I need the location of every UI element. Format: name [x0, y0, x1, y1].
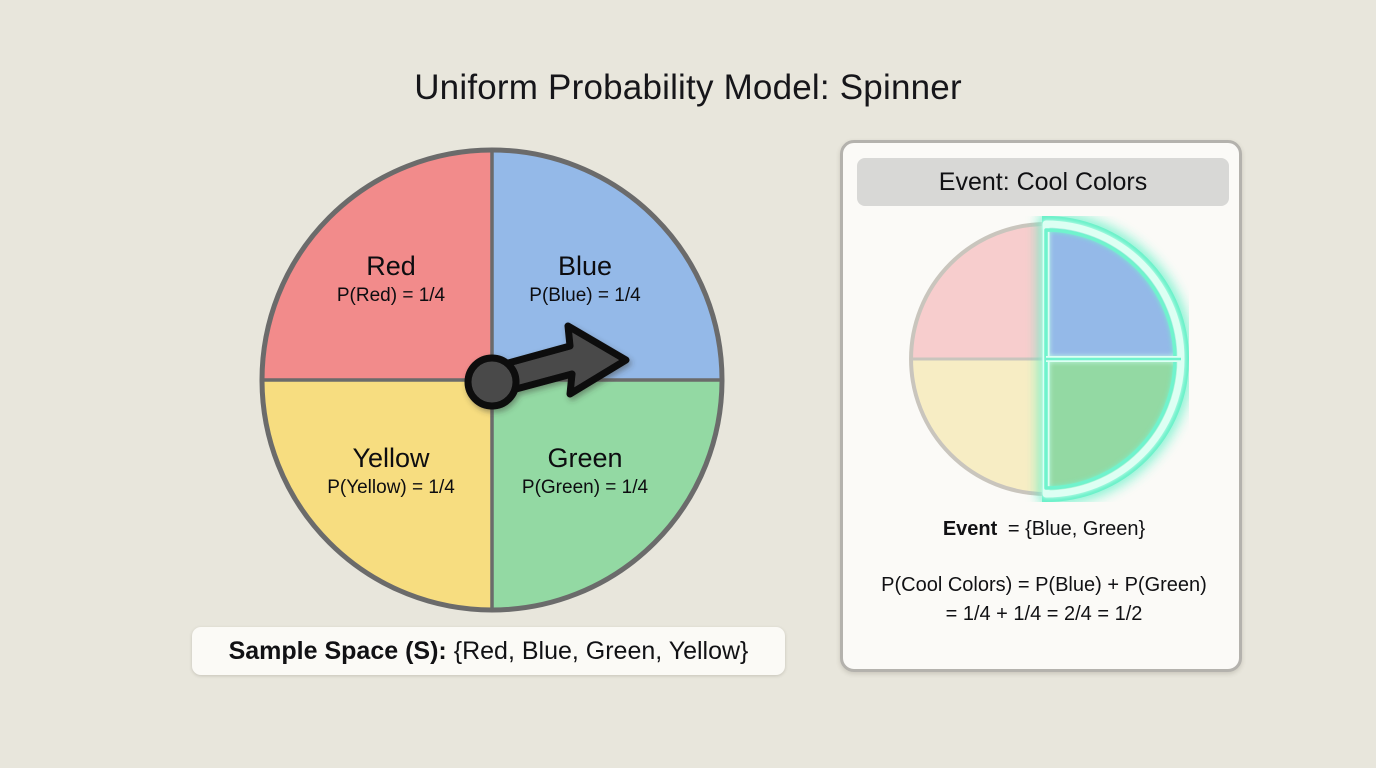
spinner-sector-blue[interactable] — [492, 150, 722, 380]
event-panel-header: Event: Cool Colors — [857, 158, 1229, 206]
spinner-rim — [259, 147, 725, 613]
sample-space-value: {Red, Blue, Green, Yellow} — [453, 636, 749, 665]
event-set-line: Event = {Blue, Green} — [843, 518, 1245, 541]
spinner-sector-red[interactable] — [262, 150, 492, 380]
spinner-pointer[interactable] — [464, 322, 630, 410]
event-set-value: = {Blue, Green} — [1007, 518, 1146, 540]
sample-space-label: Sample Space (S): — [228, 636, 447, 665]
formula-line-2: = 1/4 + 1/4 = 2/4 = 1/2 — [945, 603, 1143, 625]
formula-line-1: P(Cool Colors) = P(Blue) + P(Green) — [881, 574, 1207, 596]
spinner-wheel — [259, 147, 725, 613]
event-mini-sector-blue — [1046, 224, 1181, 359]
event-set-label: Event — [942, 518, 998, 540]
event-probability-formula: P(Cool Colors) = P(Blue) + P(Green) = 1/… — [843, 571, 1245, 629]
event-mini-sector-red — [911, 224, 1046, 359]
event-mini-sector-green — [1046, 359, 1181, 494]
event-mini-sector-yellow — [911, 359, 1046, 494]
spinner-hub — [464, 354, 520, 410]
event-highlight-glow — [1042, 215, 1189, 503]
event-panel: Event: Cool Colors — [840, 140, 1242, 672]
event-mini-spinner-diagram — [903, 215, 1189, 503]
spinner-sector-yellow[interactable] — [262, 380, 492, 610]
event-highlight-outline — [1042, 220, 1185, 498]
spinner-sector-green[interactable] — [492, 380, 722, 610]
sample-space-caption: Sample Space (S): {Red, Blue, Green, Yel… — [192, 627, 785, 675]
spinner-diagram: Red P(Red) = 1/4 Blue P(Blue) = 1/4 Yell… — [258, 146, 726, 614]
event-mini-spinner — [909, 215, 1189, 503]
page-title: Uniform Probability Model: Spinner — [414, 68, 962, 107]
